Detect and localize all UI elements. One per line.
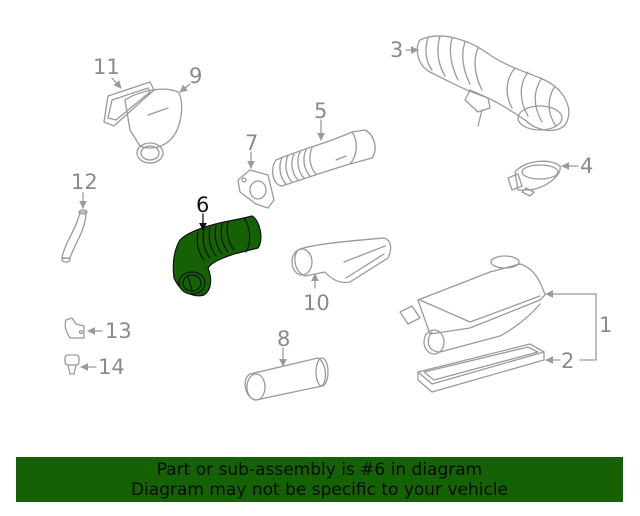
part-14-clip[interactable] <box>64 354 80 375</box>
part-13-bracket[interactable] <box>64 317 85 339</box>
callout-1[interactable]: 1 <box>599 313 613 337</box>
callout-5[interactable]: 5 <box>314 99 328 123</box>
part-10-air-duct[interactable] <box>291 237 392 284</box>
banner-line-part-number: Part or sub-assembly is #6 in diagram <box>156 460 483 480</box>
part-6-air-intake-hose-highlighted[interactable] <box>172 215 262 297</box>
callout-7[interactable]: 7 <box>245 131 259 155</box>
part-info-banner: Part or sub-assembly is #6 in diagram Di… <box>16 457 623 502</box>
callout-8[interactable]: 8 <box>277 327 291 351</box>
part-3-intake-hose[interactable] <box>416 35 570 132</box>
part-7-flange[interactable] <box>237 169 275 209</box>
callout-9[interactable]: 9 <box>189 64 203 88</box>
callout-11[interactable]: 11 <box>93 55 120 79</box>
callout-10[interactable]: 10 <box>303 291 330 315</box>
part-12-small-hose[interactable] <box>61 209 88 263</box>
callout-12[interactable]: 12 <box>71 170 98 194</box>
callout-13[interactable]: 13 <box>105 319 132 343</box>
callout-3[interactable]: 3 <box>390 38 404 62</box>
part-9-intake-duct[interactable] <box>103 81 183 164</box>
part-1-air-cleaner-assembly[interactable] <box>399 255 546 355</box>
part-2-air-filter[interactable] <box>417 343 545 393</box>
callout-6[interactable]: 6 <box>196 193 210 217</box>
callout-14[interactable]: 14 <box>98 355 125 379</box>
part-5-intake-tube[interactable] <box>271 129 376 187</box>
part-4-clamp[interactable] <box>507 160 561 197</box>
banner-line-disclaimer: Diagram may not be specific to your vehi… <box>130 480 508 500</box>
callout-4[interactable]: 4 <box>580 154 594 178</box>
part-8-tube[interactable] <box>244 357 329 401</box>
callout-2[interactable]: 2 <box>561 349 575 373</box>
